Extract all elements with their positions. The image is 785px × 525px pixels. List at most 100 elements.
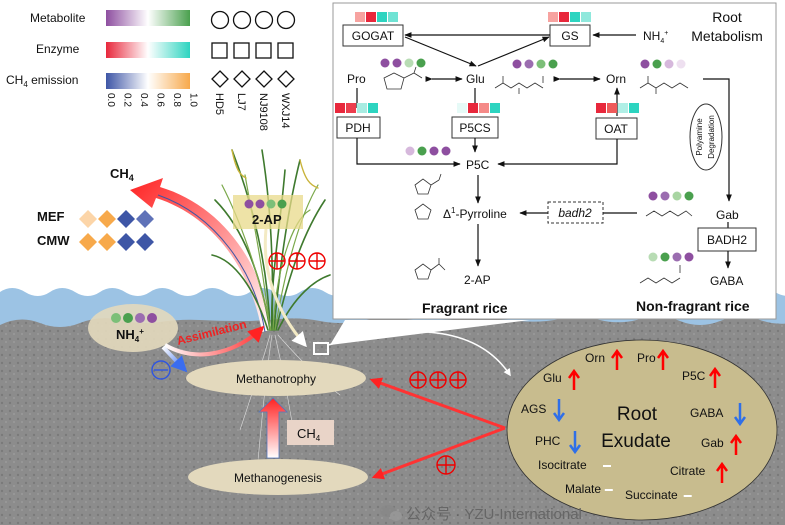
methanotrophy-ellipse	[186, 360, 366, 396]
metabolite-level-dot	[652, 59, 662, 69]
enzyme-level-square	[368, 103, 378, 113]
enzyme-level-square	[548, 12, 558, 22]
exudate-item-label: Pro	[637, 351, 656, 365]
svg-text:OAT: OAT	[604, 122, 628, 136]
negative-effect-icon	[151, 360, 171, 380]
gab-dots	[648, 191, 694, 201]
scale-tick: 0.6	[155, 93, 166, 107]
down-arrow-icon	[733, 403, 747, 427]
exudate-item-ags: AGS	[521, 399, 566, 423]
metabolite-level-dot	[664, 59, 674, 69]
root-zoom-marker	[313, 342, 329, 355]
ch4-level-diamond	[98, 210, 116, 228]
up-arrow-icon	[610, 348, 624, 370]
exudate-item-isocitrate: Isocitrate	[538, 458, 611, 472]
exudate-item-gab: Gab	[701, 433, 743, 455]
p5cs-squares	[457, 103, 500, 113]
glu-label: Glu	[466, 72, 485, 86]
exudate-item-label: Citrate	[670, 464, 706, 478]
exudate-item-label: Malate	[565, 482, 601, 496]
metabolite-level-dot	[123, 313, 133, 323]
root-metabolism-title-1: Root	[712, 9, 742, 25]
svg-text:P5CS: P5CS	[459, 121, 490, 135]
legend-ch4-label: CH4 emission	[6, 73, 78, 89]
enzyme-level-square	[355, 12, 365, 22]
2ap-label: 2-AP	[464, 273, 491, 287]
cmw-diamonds	[79, 233, 154, 251]
variety-squares	[211, 42, 294, 59]
enzyme-level-square	[607, 103, 617, 113]
positive-effect-icons-plant	[268, 252, 326, 270]
metabolite-level-dot	[111, 313, 121, 323]
enzyme-level-square	[366, 12, 376, 22]
exudate-item-label: GABA	[690, 406, 723, 420]
enzyme-p5cs: P5CS	[451, 116, 499, 139]
exudate-item-label: PHC	[535, 434, 561, 448]
pdh-squares	[335, 103, 378, 113]
2ap-root-arrow	[263, 228, 307, 348]
ch4-level-diamond	[117, 210, 135, 228]
exudate-item-phc: PHC	[535, 431, 582, 455]
ch4-level-diamond	[136, 210, 154, 228]
exudate-item-citrate: Citrate	[670, 461, 729, 483]
metabolite-level-dot	[244, 199, 254, 209]
oat-squares	[596, 103, 639, 113]
metabolite-level-dot	[524, 59, 534, 69]
variety-label: NJ9108	[257, 93, 269, 131]
exudate-to-methanotrophy-arrow	[369, 377, 506, 430]
legend-enzyme-label: Enzyme	[36, 42, 80, 56]
gs-squares	[548, 12, 591, 22]
exudate-item-glu: Glu	[543, 368, 581, 390]
ch4-color-scale	[106, 73, 190, 89]
scale-tick: 0.8	[171, 93, 182, 107]
p5c-label: P5C	[466, 158, 490, 172]
metabolite-level-dot	[417, 146, 427, 156]
scale-tick: 1.0	[188, 93, 199, 107]
metabolite-level-dot	[147, 313, 157, 323]
exudate-item-gaba: GABA	[690, 403, 747, 427]
positive-effect-icons-methanotrophy	[409, 371, 467, 389]
polyamine-label-2: Degradation	[707, 115, 716, 159]
enzyme-level-square	[596, 103, 606, 113]
pyrroline-label: Δ1-Pyrroline	[443, 206, 507, 221]
enzyme-level-square	[490, 103, 500, 113]
enzyme-level-square	[570, 12, 580, 22]
pro-label: Pro	[347, 72, 366, 86]
plant-2ap-label: 2-AP	[252, 212, 282, 227]
metabolite-level-dot	[135, 313, 145, 323]
up-arrow-icon	[708, 366, 722, 388]
exudate-item-label: P5C	[682, 369, 706, 383]
enzyme-level-square	[479, 103, 489, 113]
enzyme-badh2: BADH2	[697, 227, 757, 252]
metabolite-level-dot	[392, 58, 402, 68]
svg-text:BADH2: BADH2	[707, 233, 747, 247]
ch4-box	[287, 420, 334, 445]
exudate-item-p5c: P5C	[682, 366, 722, 388]
cmw-label: CMW	[37, 233, 70, 248]
positive-effect-icon-methanogenesis	[436, 455, 456, 475]
variety-label: WXJ14	[279, 93, 291, 128]
ch4-level-diamond	[117, 233, 135, 251]
metabolite-level-dot	[648, 252, 658, 262]
watermark: 公众号 · YZU-International	[406, 506, 582, 523]
ch4-box-label: CH4	[297, 426, 321, 443]
metabolite-level-dot	[672, 252, 682, 262]
metabolite-level-dot	[640, 59, 650, 69]
enzyme-level-square	[335, 103, 345, 113]
metabolite-level-dot	[416, 58, 426, 68]
metabolite-level-dot	[536, 59, 546, 69]
exudate-item-succinate: Succinate	[625, 488, 692, 502]
up-arrow-icon	[729, 433, 743, 455]
svg-text:PDH: PDH	[345, 121, 370, 135]
orn-dots	[640, 59, 686, 69]
exudate-item-label: Gab	[701, 436, 724, 450]
orn-label: Orn	[606, 72, 626, 86]
badh2-gene-label: badh2	[558, 206, 592, 220]
metabolite-level-dot	[512, 59, 522, 69]
glu-dots	[512, 59, 558, 69]
metabolite-level-dot	[672, 191, 682, 201]
root-exudate-title-2: Exudate	[601, 431, 671, 452]
scale-tick: 0.4	[138, 93, 149, 107]
